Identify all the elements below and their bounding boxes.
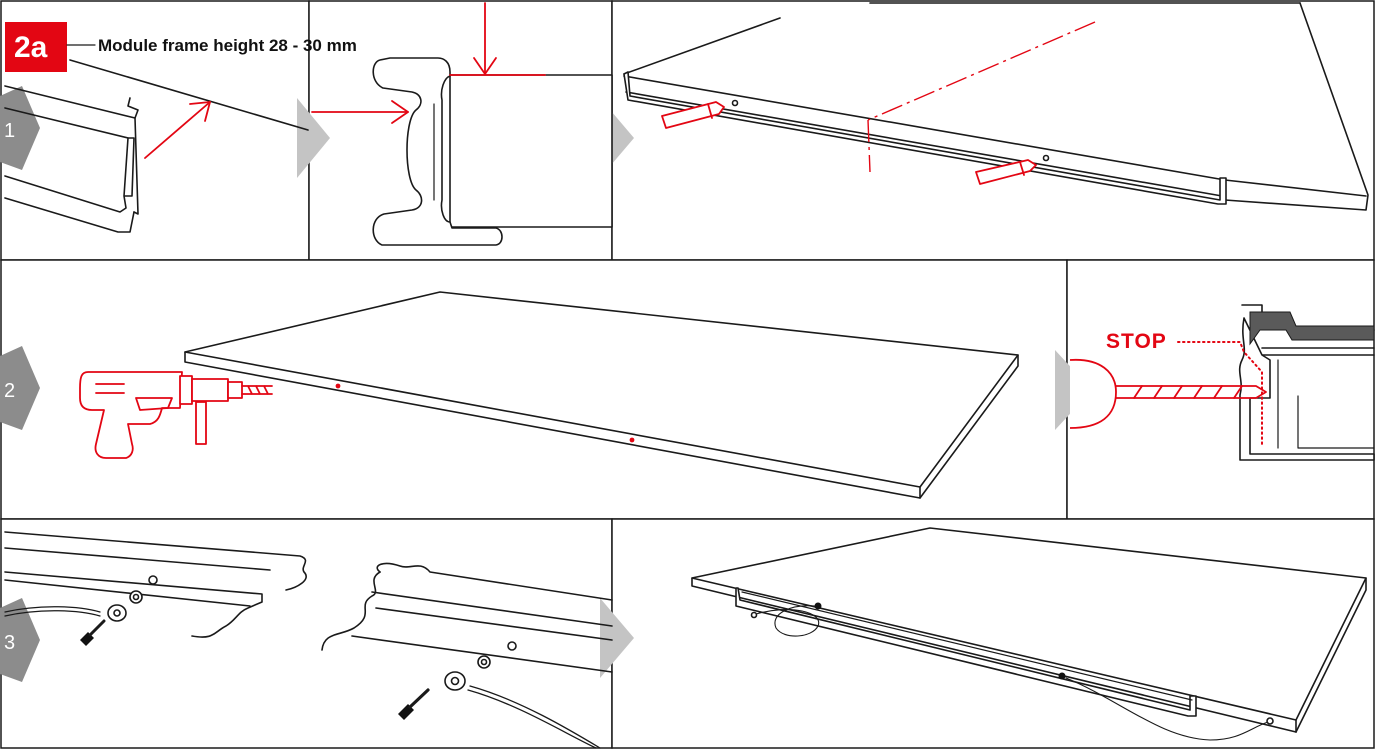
step-badge-bg	[5, 22, 67, 72]
step-marker-2: 2	[0, 346, 40, 430]
step-marker-2-label: 2	[4, 380, 15, 402]
panel-3a	[0, 518, 613, 749]
assembled-cable-1	[750, 602, 822, 637]
step-marker-1-shape	[0, 86, 40, 170]
rail-profile-icon	[4, 59, 309, 233]
rail-closeup-left	[4, 531, 307, 638]
rail-closeup-right	[321, 562, 613, 673]
height-arrow-icon	[449, 2, 546, 76]
page-title: Module frame height 28 - 30 mm	[98, 36, 357, 55]
drill-bit-detail	[1069, 359, 1267, 429]
next-arrow-4	[600, 598, 634, 678]
drill-icon	[79, 371, 273, 459]
step-marker-1-label: 1	[4, 120, 15, 142]
screw-icon	[80, 619, 430, 720]
step-marker-1: 1	[0, 86, 40, 170]
marking-centerline	[867, 21, 1096, 173]
module-assembled	[691, 527, 1367, 733]
next-arrow-1	[297, 98, 330, 178]
step-badge: 2a	[5, 22, 67, 72]
module-with-rail	[623, 2, 1369, 211]
grounding-cable-icon	[4, 604, 601, 749]
push-arrow-icon	[311, 100, 409, 124]
step-marker-3-shape	[0, 598, 40, 682]
stop-indicator: STOP	[1106, 330, 1263, 447]
stop-label: STOP	[1106, 330, 1167, 353]
assembled-cable-2	[1058, 672, 1274, 741]
gasket-icon	[1249, 311, 1375, 346]
washer-icon	[129, 590, 491, 669]
step-badge-text: 2a	[14, 31, 48, 64]
module-panel-drill	[184, 291, 1019, 499]
pencil-icon-2	[975, 159, 1037, 185]
panel-1c	[611, 0, 1375, 261]
step-marker-3-label: 3	[4, 632, 15, 654]
pencil-icon	[661, 101, 725, 129]
rail-cross-section	[372, 57, 613, 246]
step-marker-3: 3	[0, 598, 40, 682]
step-marker-2-shape	[0, 346, 40, 430]
insert-arrow-icon	[144, 101, 211, 159]
